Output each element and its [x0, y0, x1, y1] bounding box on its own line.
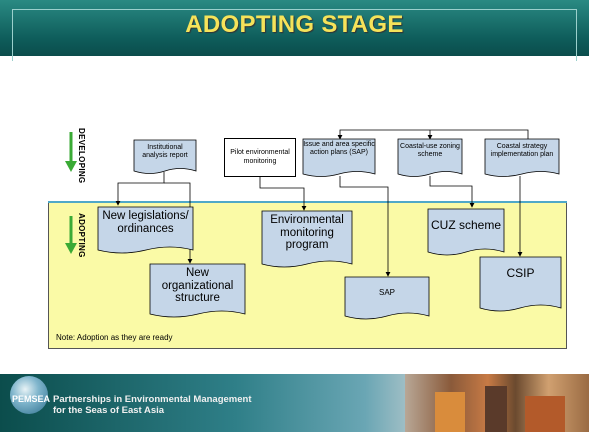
doc-shape-org [149, 263, 246, 318]
developing-label: DEVELOPING [77, 128, 86, 184]
doc-shape-sap-dev [302, 138, 376, 177]
coastal-strategy-node: Coastal strategy implementation plan [490, 143, 554, 158]
connector-coastaluse-cuz [429, 176, 475, 208]
footer-line-1: Partnerships in Environmental Management [53, 394, 252, 405]
adopting-arrowhead [65, 243, 77, 254]
footer-photo [405, 374, 589, 432]
pilot-monitoring-node: Pilot environmental monitoring [224, 138, 296, 177]
coastal-use-node: Coastal-use zoning scheme [400, 143, 460, 158]
org-structure-node: New organizational structure [161, 267, 234, 305]
institutional-report-node: Institutional analysis report [142, 144, 188, 159]
title-bar: ADOPTING STAGE [0, 0, 589, 61]
title-frame [12, 9, 577, 61]
adopting-label: ADOPTING [77, 213, 86, 258]
doc-shape-csip [479, 256, 562, 312]
doc-shape-sap-adopt [344, 276, 430, 320]
developing-arrowhead [65, 161, 77, 172]
cuz-scheme-node: CUZ scheme [430, 218, 501, 232]
stage-divider [48, 201, 567, 203]
legislation-node: New legislations/ ordinances [102, 210, 189, 235]
doc-shape-env [261, 210, 353, 268]
sap-adopt-node: SAP [378, 288, 395, 298]
sap-plans-node: Issue and area specific action plans (SA… [303, 141, 375, 156]
pemsea-logo-text: PEMSEA [12, 394, 51, 404]
footer-banner: PEMSEA Partnerships in Environmental Man… [0, 374, 589, 432]
csip-node: CSIP [506, 266, 535, 280]
connector-sap-sap [339, 176, 391, 277]
connector-strategy-feedback [337, 129, 529, 140]
footer-line-2: for the Seas of East Asia [53, 405, 165, 416]
connector-pilot-env [259, 177, 307, 211]
doc-shape-coastaluse [397, 138, 463, 177]
doc-shape-cuz [427, 208, 505, 256]
doc-shape-legislation [97, 206, 194, 254]
env-program-node: Environmental monitoring program [270, 214, 344, 252]
slide-title: ADOPTING STAGE [185, 11, 404, 38]
connector-institutional-legislation [115, 172, 165, 206]
doc-shape-institutional [133, 139, 197, 174]
pemsea-logo [10, 376, 48, 414]
adoption-note: Note: Adoption as they are ready [56, 333, 173, 342]
doc-shape-strategy [484, 138, 560, 177]
